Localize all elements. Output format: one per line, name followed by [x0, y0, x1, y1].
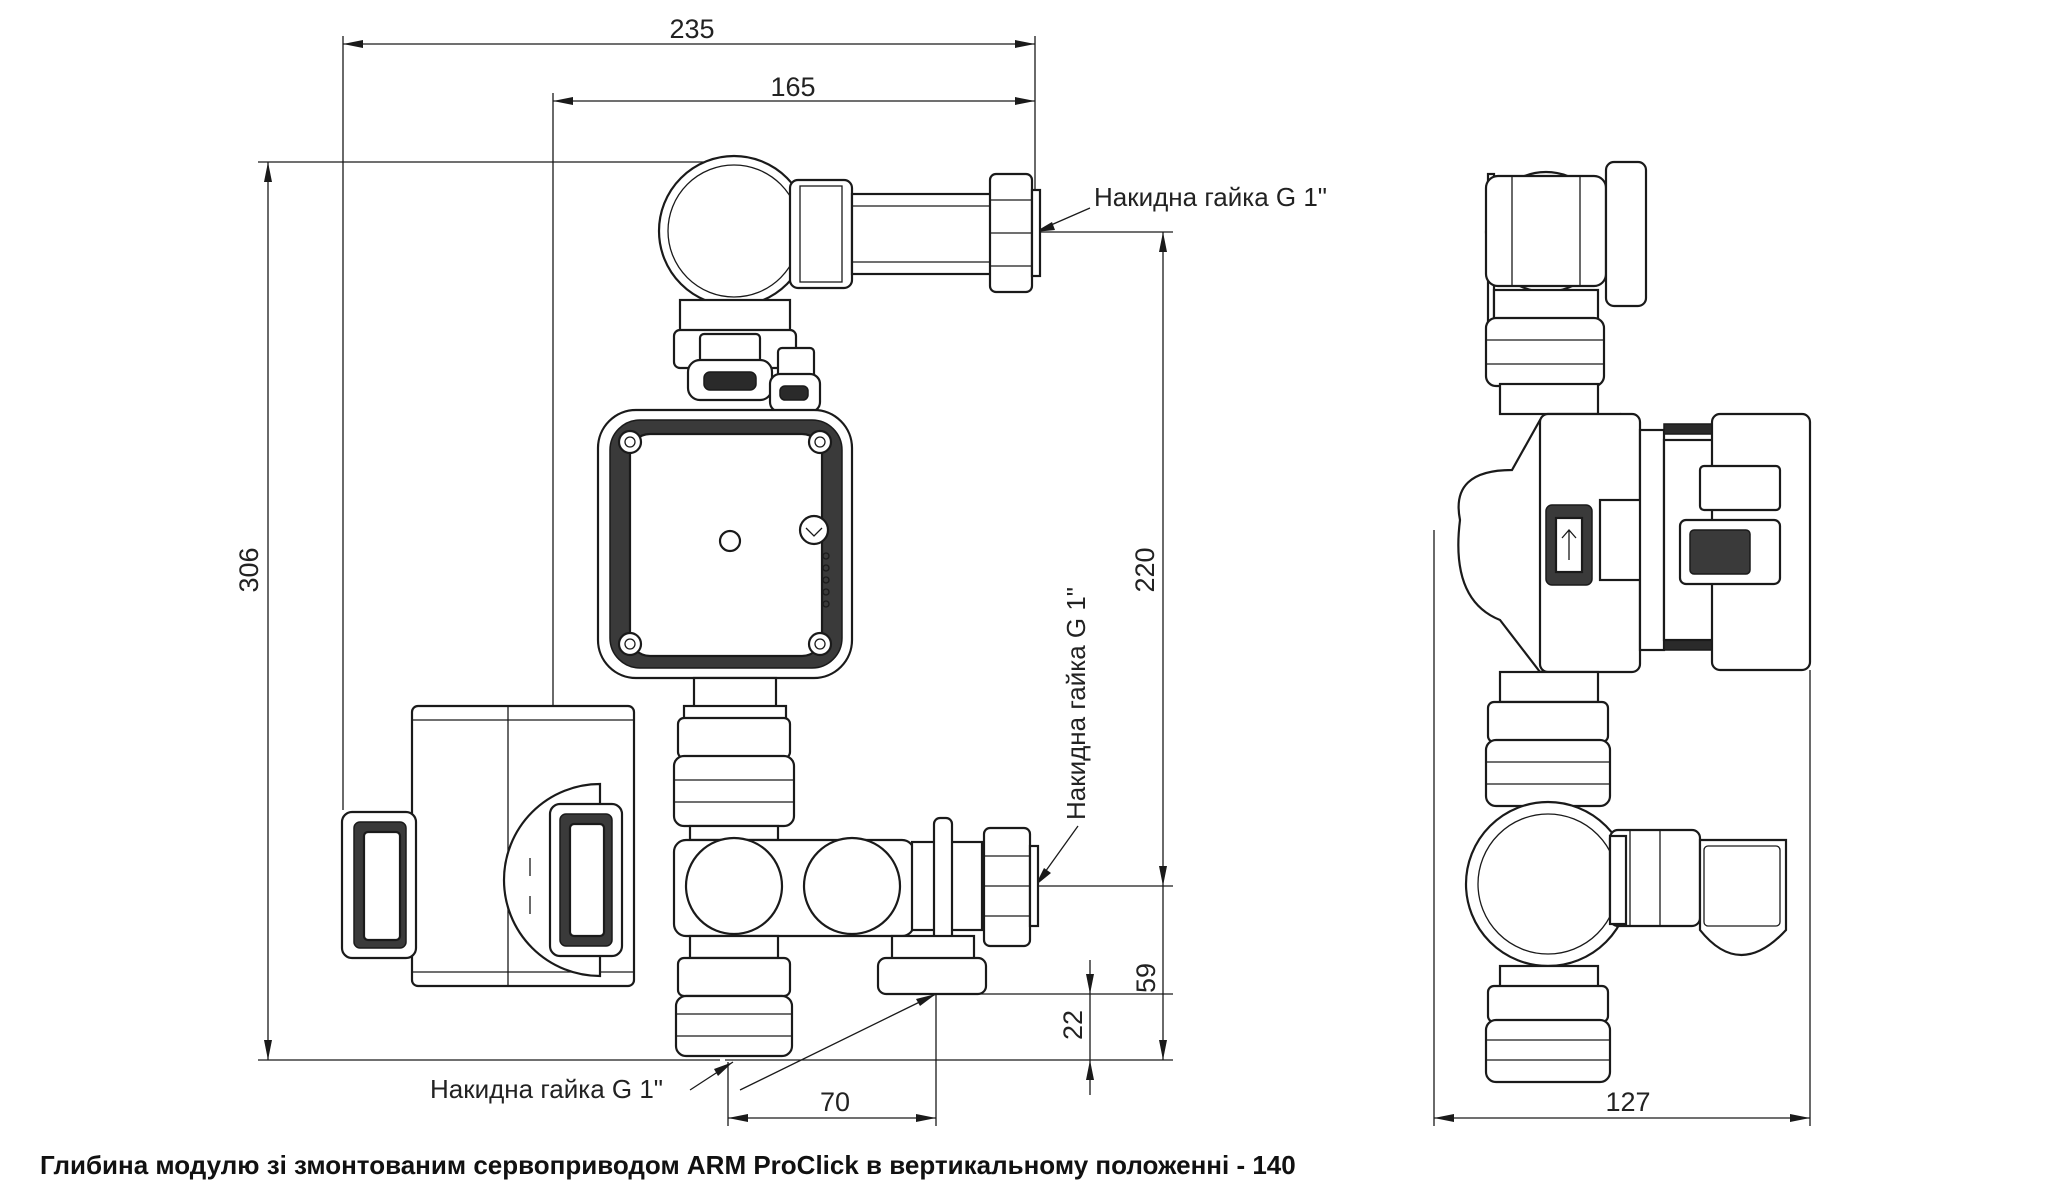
caption-depth-note: Глибина модулю зі змонтованим сервоприво… [40, 1150, 1296, 1180]
dim-overall-height: 306 [234, 547, 264, 592]
label-nut-side: Накидна гайка G 1" [1061, 587, 1091, 820]
mixing-valve-assembly [672, 716, 1040, 1058]
dimension-lines [258, 36, 1173, 1126]
leader-labels: Накидна гайка G 1" Накидна гайка G 1" На… [430, 182, 1327, 1104]
dim-bottom-outlet-height: 22 [1058, 1010, 1088, 1040]
dim-side-outlet-height: 59 [1131, 963, 1161, 993]
pump-body [596, 332, 854, 722]
dimension-values: 235 165 306 220 59 22 70 127 [234, 14, 1651, 1117]
side-view [1433, 160, 1812, 1126]
label-nut-bottom: Накидна гайка G 1" [430, 1074, 663, 1104]
label-nut-top: Накидна гайка G 1" [1094, 182, 1327, 212]
dim-side-view-width: 127 [1605, 1087, 1650, 1117]
dim-bottom-offset: 70 [820, 1087, 850, 1117]
servo-actuator [340, 704, 636, 988]
dim-overall-width: 235 [669, 14, 714, 44]
dim-outlet-spacing: 220 [1130, 547, 1160, 592]
dim-pump-to-outlet: 165 [770, 72, 815, 102]
